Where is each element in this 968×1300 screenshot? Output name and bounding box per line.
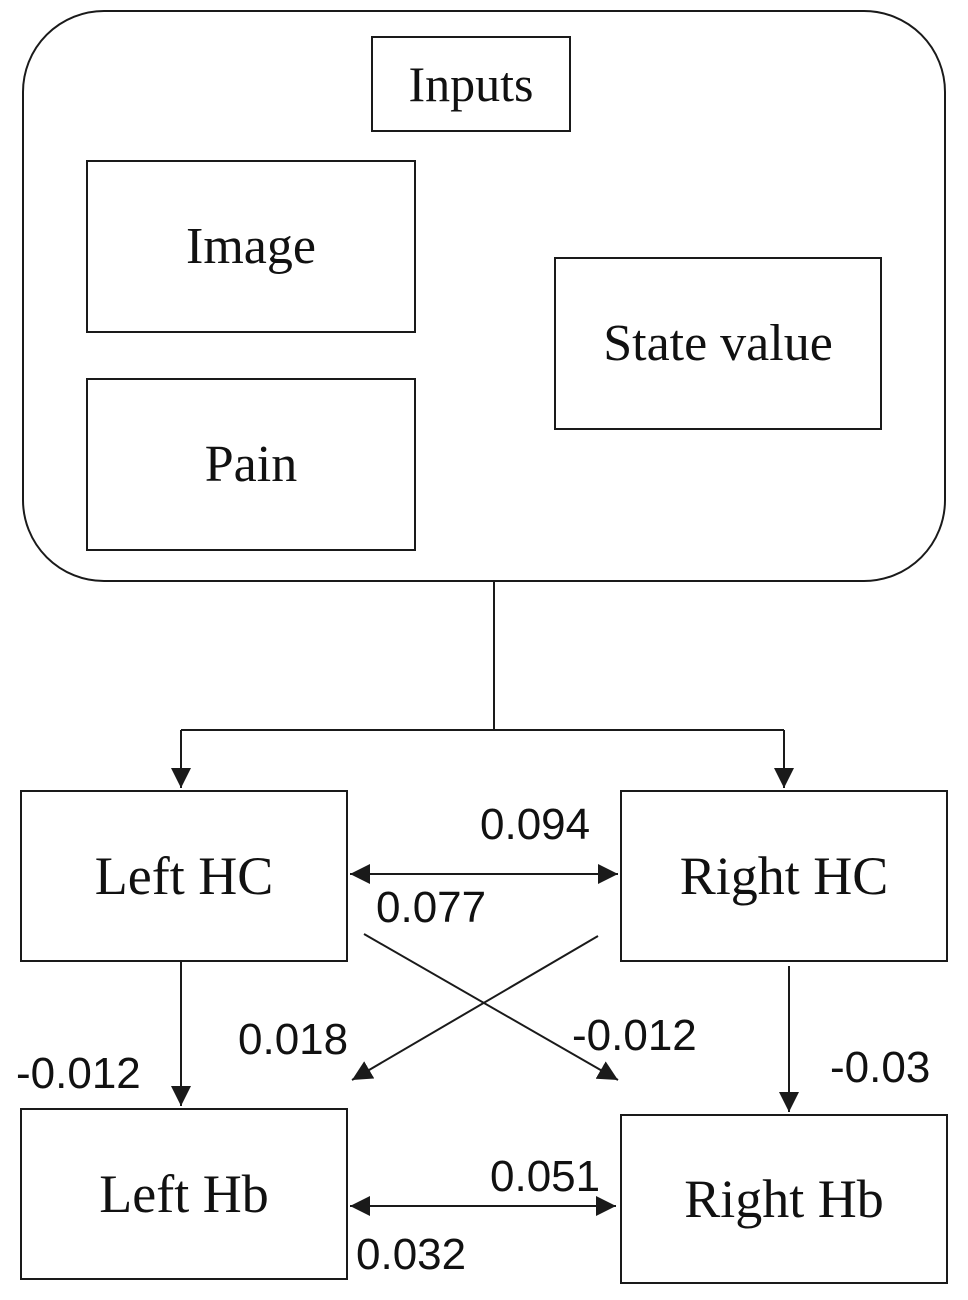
- node-left-hc: Left HC: [20, 790, 348, 962]
- edge-label-left-hc-to-right-hb: -0.012: [572, 1011, 697, 1060]
- node-left-hb: Left Hb: [20, 1108, 348, 1280]
- node-right-hc: Right HC: [620, 790, 948, 962]
- input-pain-box: Pain: [86, 378, 416, 551]
- arrow-right-hc-to-left-hb: [351, 935, 599, 1081]
- edge-label-right-hc-to-left-hc: 0.077: [376, 883, 487, 932]
- edge-label-right-hb-to-left-hb: 0.032: [356, 1230, 467, 1279]
- input-image-box: Image: [86, 160, 416, 333]
- input-image-label: Image: [186, 218, 316, 275]
- node-right-hb-label: Right Hb: [684, 1169, 884, 1229]
- node-left-hb-label: Left Hb: [99, 1164, 269, 1224]
- inputs-title: Inputs: [408, 56, 534, 112]
- node-right-hc-label: Right HC: [679, 846, 889, 906]
- input-state-value-box: State value: [554, 257, 882, 430]
- edge-label-right-hc-to-left-hb: 0.018: [238, 1015, 349, 1064]
- edge-label-left-hb-to-right-hb: 0.051: [490, 1152, 601, 1201]
- edge-label-left-hc-to-right-hc: 0.094: [480, 800, 591, 849]
- node-left-hc-label: Left HC: [94, 846, 274, 906]
- input-state-value-label: State value: [603, 315, 833, 372]
- edge-label-right-hc-to-right-hb: -0.03: [830, 1043, 931, 1092]
- arrow-left-hc-to-right-hb: [363, 933, 619, 1081]
- input-pain-label: Pain: [204, 436, 298, 493]
- inputs-title-box: Inputs: [371, 36, 571, 132]
- edge-label-left-hc-to-left-hb: -0.012: [16, 1049, 141, 1098]
- node-right-hb: Right Hb: [620, 1114, 948, 1284]
